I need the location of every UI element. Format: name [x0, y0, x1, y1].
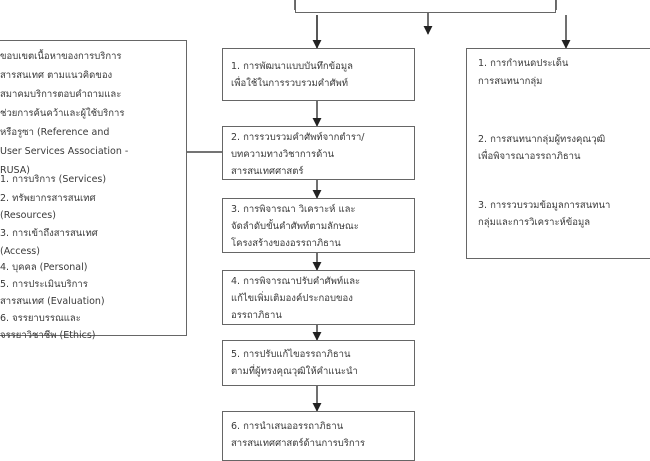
rusa-line: 5. การประเมินบริการ [0, 279, 88, 290]
center-step-2-line2: บทความทางวิชาการด้าน [231, 149, 335, 160]
rusa-line: หรือรูซา (Reference and [0, 127, 110, 138]
right-step-3-line2: กลุ่มและการวิเคราะห์ข้อมูล [478, 217, 591, 228]
center-step-4-box: 4. การพิจารณาปรับคำศัพท์และ แก้ไขเพิ่มเต… [222, 270, 415, 325]
right-step-1-line1: 1. การกำหนดประเด็น [478, 58, 569, 69]
rusa-line: สารสนเทศ ตามแนวคิดของ [0, 70, 113, 81]
rusa-line: สารสนเทศ (Evaluation) [0, 296, 105, 307]
rusa-line: User Services Association - [0, 146, 129, 157]
center-step-3-line2: จัดลำดับขั้นคำศัพท์ตามลักษณะ [231, 221, 359, 232]
center-step-6-line2: สารสนเทศศาสตร์ด้านการบริการ [231, 438, 366, 449]
rusa-line: สมาคมบริการตอบคำถามและ [0, 89, 122, 100]
center-step-3-box: 3. การพิจารณา วิเคราะห์ และ จัดลำดับขั้น… [222, 198, 415, 253]
rusa-line: ขอบเขตเนื้อหาของการบริการ [0, 51, 122, 62]
center-step-2-line1: 2. การรวบรวมคำศัพท์จากตำรา/ [231, 132, 365, 143]
rusa-line: จรรยาวิชาชีพ (Ethics) [0, 330, 96, 341]
right-step-3-line1: 3. การรวบรวมข้อมูลการสนทนา [478, 200, 611, 211]
center-step-3-line3: โครงสร้างของอรรถาภิธาน [231, 238, 341, 249]
center-step-6-box: 6. การนำเสนออรรถาภิธาน สารสนเทศศาสตร์ด้า… [222, 411, 415, 461]
right-step-2-line2: เพื่อพิจารณาอรรถาภิธาน [478, 151, 581, 162]
center-step-4-line2: แก้ไขเพิ่มเติมองค์ประกอบของ [231, 293, 353, 304]
rusa-line: 6. จรรยาบรรณและ [0, 313, 81, 324]
center-step-3-line1: 3. การพิจารณา วิเคราะห์ และ [231, 204, 356, 215]
center-step-4-line1: 4. การพิจารณาปรับคำศัพท์และ [231, 276, 361, 287]
rusa-line: 1. การบริการ (Services) [0, 174, 107, 185]
center-step-4-line3: อรรถาภิธาน [231, 310, 282, 321]
center-step-5-line1: 5. การปรับแก้ไขอรรถาภิธาน [231, 349, 351, 360]
rusa-line: ช่วยการค้นคว้าและผู้ใช้บริการ [0, 108, 125, 119]
rusa-line: 4. บุคคล (Personal) [0, 262, 88, 273]
center-step-5-line2: ตามที่ผู้ทรงคุณวุฒิให้คำแนะนำ [231, 366, 358, 377]
center-step-1-box: 1. การพัฒนาแบบบันทึกข้อมูล เพื่อใช้ในการ… [222, 48, 415, 101]
right-step-1-line2: การสนทนากลุ่ม [478, 76, 543, 87]
rusa-scope-panel [0, 40, 187, 336]
right-step-2-line1: 2. การสนทนากลุ่มผู้ทรงคุณวุฒิ [478, 134, 606, 145]
right-column-box [466, 48, 650, 259]
center-step-2-box: 2. การรวบรวมคำศัพท์จากตำรา/ บทความทางวิช… [222, 126, 415, 180]
rusa-line: (Resources) [0, 210, 56, 221]
center-step-1-line1: 1. การพัฒนาแบบบันทึกข้อมูล [231, 61, 353, 72]
rusa-line: 3. การเข้าถึงสารสนเทศ [0, 228, 98, 239]
top-process-box [295, 0, 556, 13]
center-step-1-line2: เพื่อใช้ในการรวบรวมคำศัพท์ [231, 78, 349, 89]
center-step-5-box: 5. การปรับแก้ไขอรรถาภิธาน ตามที่ผู้ทรงคุ… [222, 340, 415, 386]
center-step-2-line3: สารสนเทศศาสตร์ [231, 166, 304, 177]
rusa-line: RUSA) [0, 165, 30, 176]
rusa-line: 2. ทรัพยากรสารสนเทศ [0, 193, 96, 204]
rusa-line: (Access) [0, 246, 40, 257]
center-step-6-line1: 6. การนำเสนออรรถาภิธาน [231, 421, 344, 432]
